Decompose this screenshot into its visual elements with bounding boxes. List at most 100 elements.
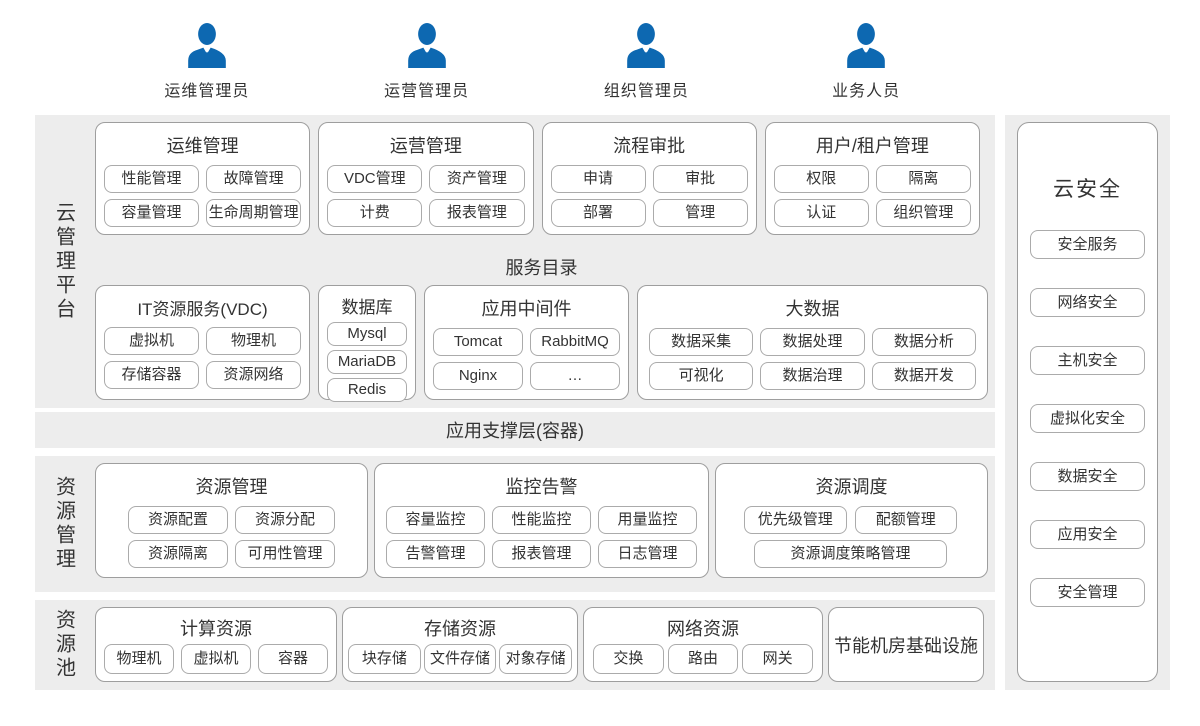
infra-label: 节能机房基础设施 (834, 635, 978, 656)
users-row: 运维管理员 运营管理员 组织管理员 业务人员 (97, 22, 976, 101)
panel-cloud-security: 云安全 安全服务 网络安全 主机安全 虚拟化安全 数据安全 应用安全 安全管理 (1005, 115, 1170, 690)
box-process-approval: 流程审批 申请 审批 部署 管理 (541, 122, 757, 235)
item-pill: Tomcat (433, 328, 523, 356)
box-ops-management: 运维管理 性能管理 故障管理 容量管理 生命周期管理 (95, 122, 311, 235)
item-pill: 权限 (773, 165, 869, 193)
user-role-label: 组织管理员 (603, 83, 689, 100)
section-resource-management: 资源管理 资源管理 资源配置 资源分配 资源隔离 可用性管理 监控告警 容量监控… (35, 456, 995, 592)
cloud-security-box: 云安全 安全服务 网络安全 主机安全 虚拟化安全 数据安全 应用安全 安全管理 (1017, 122, 1158, 682)
item-pill: 资源配置 (128, 506, 228, 534)
security-item-pill: 安全管理 (1030, 578, 1145, 607)
box-green-datacenter-infrastructure: 节能机房基础设施 (828, 607, 984, 682)
item-pill: 块存储 (348, 644, 421, 674)
item-pill: 数据采集 (649, 328, 754, 356)
resource-management-row: 资源管理 资源配置 资源分配 资源隔离 可用性管理 监控告警 容量监控 性能监控… (95, 463, 988, 578)
item-pill: Nginx (433, 362, 523, 390)
box-title: 网络资源 (667, 619, 739, 639)
box-app-middleware: 应用中间件 Tomcat RabbitMQ Nginx … (424, 285, 629, 400)
section-side-label-resource-management: 资源管理 (52, 476, 75, 572)
box-title: 资源调度 (815, 477, 888, 497)
item-pill: 告警管理 (386, 540, 485, 568)
item-pill: 故障管理 (206, 165, 302, 193)
box-it-resource-service: IT资源服务(VDC) 虚拟机 物理机 存储容器 资源网络 (95, 285, 310, 400)
box-user-tenant-management: 用户/租户管理 权限 隔离 认证 组织管理 (764, 122, 980, 235)
box-title: 运营管理 (389, 136, 462, 156)
security-item-pill: 网络安全 (1030, 288, 1145, 317)
security-item-pill: 应用安全 (1030, 520, 1145, 549)
person-icon (847, 23, 885, 68)
item-pill: 申请 (550, 165, 646, 193)
person-icon (407, 23, 446, 68)
service-catalog-title: 服务目录 (505, 258, 578, 278)
item-pill: 资产管理 (429, 165, 525, 193)
item-pill: 路由 (667, 644, 739, 674)
item-pill: 报表管理 (429, 199, 525, 227)
item-pill: 资源隔离 (128, 540, 228, 568)
item-pill: 对象存储 (499, 644, 572, 674)
box-big-data: 大数据 数据采集 数据处理 数据分析 可视化 数据治理 数据开发 (637, 285, 988, 400)
box-title: 大数据 (785, 299, 840, 319)
item-pill: Mysql (327, 322, 407, 346)
security-item-pill: 主机安全 (1030, 346, 1145, 375)
box-title: 运维管理 (166, 136, 239, 156)
item-pill: 数据处理 (760, 328, 865, 356)
item-pill: 容器 (258, 644, 328, 674)
box-title: 监控告警 (505, 477, 578, 497)
item-pill: 资源调度策略管理 (754, 540, 947, 568)
item-pill: 资源网络 (206, 361, 301, 389)
item-pill: VDC管理 (327, 165, 423, 193)
resource-pool-row: 计算资源 物理机 虚拟机 容器 存储资源 块存储 文件存储 对象存储 网络资源 … (95, 607, 984, 682)
item-pill: 容量管理 (104, 199, 200, 227)
person-icon (188, 23, 226, 68)
box-database: 数据库 Mysql MariaDB Redis (318, 285, 416, 402)
item-pill: 用量监控 (598, 506, 697, 534)
item-pill: 审批 (652, 165, 748, 193)
section-side-label-resource-pool: 资源池 (52, 609, 75, 681)
section-side-label-platform: 云管理平台 (52, 201, 75, 322)
item-pill: 报表管理 (492, 540, 591, 568)
user-role-label: 运维管理员 (164, 83, 250, 100)
item-pill: 可用性管理 (235, 540, 335, 568)
item-pill: 网关 (742, 644, 813, 674)
item-pill: 配额管理 (854, 506, 957, 534)
platform-row-2: IT资源服务(VDC) 虚拟机 物理机 存储容器 资源网络 数据库 Mysql … (95, 285, 988, 402)
item-pill: 性能监控 (492, 506, 591, 534)
item-pill: 日志管理 (598, 540, 697, 568)
item-pill: 物理机 (104, 644, 174, 674)
user-role-label: 业务人员 (832, 83, 901, 100)
person-icon (627, 23, 666, 68)
item-pill: 存储容器 (104, 361, 199, 389)
security-item-pill: 数据安全 (1030, 462, 1145, 491)
item-pill: Redis (327, 378, 407, 402)
box-monitoring-alerts: 监控告警 容量监控 性能监控 用量监控 告警管理 报表管理 日志管理 (374, 463, 709, 578)
platform-row-1: 运维管理 性能管理 故障管理 容量管理 生命周期管理 运营管理 VDC管理 资产… (95, 122, 980, 235)
box-operation-management: 运营管理 VDC管理 资产管理 计费 报表管理 (318, 122, 534, 235)
cloud-security-title: 云安全 (1053, 178, 1122, 201)
item-pill: 数据分析 (871, 328, 976, 356)
item-pill: 数据开发 (871, 362, 976, 390)
item-pill: 虚拟机 (181, 644, 251, 674)
item-pill: 交换 (593, 644, 664, 674)
item-pill: 容量监控 (386, 506, 485, 534)
box-resource-scheduling: 资源调度 优先级管理 配额管理 资源调度策略管理 (715, 463, 988, 578)
user-role-business: 业务人员 (756, 22, 976, 101)
box-title: 存储资源 (424, 619, 496, 639)
security-item-pill: 安全服务 (1030, 230, 1145, 259)
item-pill: 隔离 (875, 165, 971, 193)
item-pill: … (530, 362, 620, 390)
user-role-org-admin: 组织管理员 (537, 22, 757, 101)
section-cloud-platform: 云管理平台 运维管理 性能管理 故障管理 容量管理 生命周期管理 运营管理 VD… (35, 115, 995, 408)
user-role-ops-admin: 运维管理员 (97, 22, 317, 101)
box-title: IT资源服务(VDC) (137, 300, 268, 319)
box-title: 用户/租户管理 (815, 136, 929, 156)
box-resource-management: 资源管理 资源配置 资源分配 资源隔离 可用性管理 (95, 463, 368, 578)
item-pill: 认证 (773, 199, 869, 227)
box-title: 资源管理 (195, 477, 268, 497)
section-resource-pool: 资源池 计算资源 物理机 虚拟机 容器 存储资源 块存储 文件存储 对象存储 网 (35, 600, 995, 690)
box-storage-resources: 存储资源 块存储 文件存储 对象存储 (342, 607, 578, 682)
item-pill: 可视化 (649, 362, 754, 390)
user-role-biz-admin: 运营管理员 (317, 22, 537, 101)
box-title: 应用中间件 (481, 299, 572, 319)
item-pill: 部署 (550, 199, 646, 227)
item-pill: 性能管理 (104, 165, 200, 193)
